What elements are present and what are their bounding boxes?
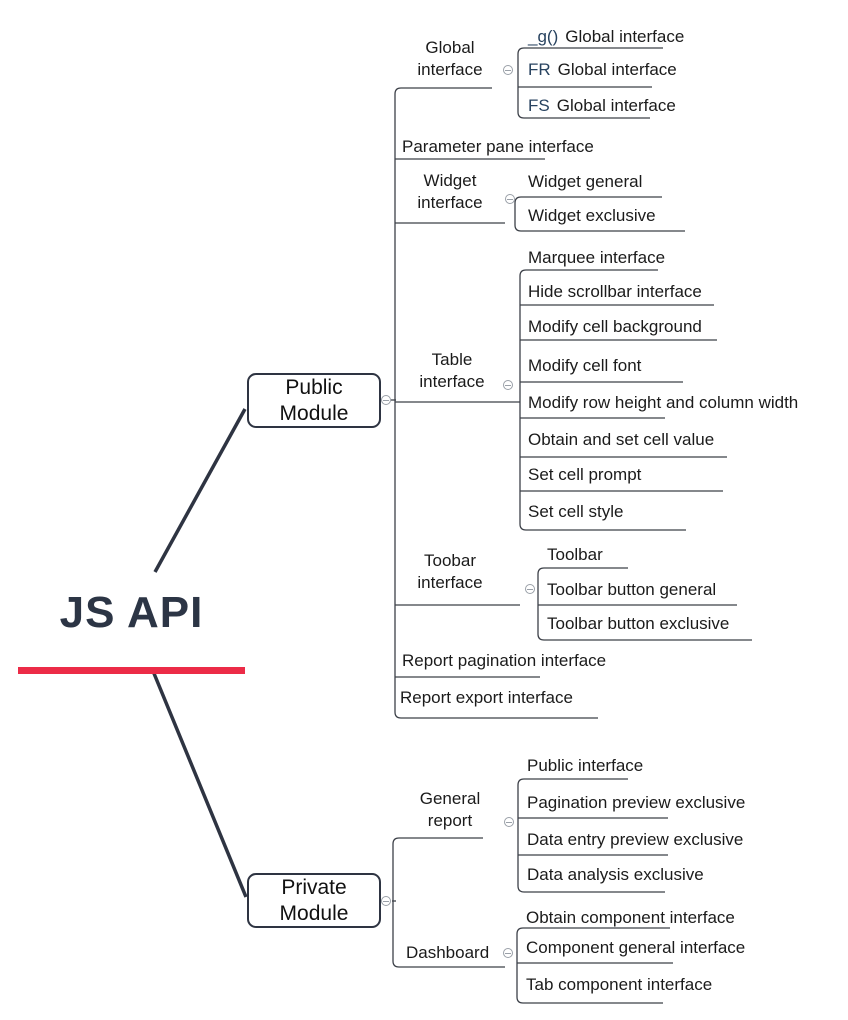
- topic-global-interface[interactable]: Global interface: [417, 38, 483, 79]
- topic-public-interface[interactable]: Public interface: [527, 756, 644, 775]
- topic-obtain-set-cell-value[interactable]: Obtain and set cell value: [528, 430, 715, 449]
- general-children-bracket: [517, 778, 665, 893]
- collapse-handle-icon-toobar-interface[interactable]: [525, 584, 535, 594]
- topic-data-entry-preview-exclusive[interactable]: Data entry preview exclusive: [527, 830, 744, 849]
- root-topic[interactable]: JS API: [59, 588, 204, 637]
- collapse-handle-icon-public-module[interactable]: [381, 395, 391, 405]
- topic-report-export-interface[interactable]: Report export interface: [400, 688, 573, 707]
- topic-modify-row-height-column-width[interactable]: Modify row height and column width: [528, 393, 799, 412]
- topic-marquee-interface[interactable]: Marquee interface: [528, 248, 666, 267]
- topic-toolbar[interactable]: Toolbar: [547, 545, 603, 564]
- widget-children-bracket: [514, 196, 685, 232]
- collapse-handle-icon-table-interface[interactable]: [503, 380, 513, 390]
- topic-label: Global interface: [565, 27, 685, 46]
- topic-label: Global interface: [556, 96, 676, 115]
- topic-dashboard[interactable]: Dashboard: [406, 943, 490, 962]
- private-children-bracket: [392, 837, 505, 968]
- topic-pagination-preview-exclusive[interactable]: Pagination preview exclusive: [527, 793, 746, 812]
- topic-general-report[interactable]: General report: [419, 789, 481, 830]
- root-to-public-connector: [153, 408, 247, 573]
- topic-widget-interface[interactable]: Widget interface: [417, 171, 483, 212]
- collapse-handle-icon-private-module[interactable]: [381, 896, 391, 906]
- topic-set-cell-style[interactable]: Set cell style: [528, 502, 624, 521]
- global-children-bracket: [517, 47, 663, 119]
- collapse-handle-icon-general-report[interactable]: [504, 817, 514, 827]
- topic-table-interface[interactable]: Table interface: [419, 350, 485, 391]
- api-prefix: FR: [528, 60, 551, 79]
- private-module-topic[interactable]: Private Module: [247, 873, 381, 928]
- topic-widget-exclusive[interactable]: Widget exclusive: [528, 206, 656, 225]
- topic-fs-global-interface[interactable]: FS Global interface: [528, 96, 676, 116]
- public-children-bracket: [394, 87, 598, 719]
- topic-set-cell-prompt[interactable]: Set cell prompt: [528, 465, 642, 484]
- api-prefix: FS: [528, 96, 550, 115]
- root-underline-bar: [18, 667, 245, 674]
- topic-toolbar-button-exclusive[interactable]: Toolbar button exclusive: [547, 614, 730, 633]
- topic-hide-scrollbar-interface[interactable]: Hide scrollbar interface: [528, 282, 702, 301]
- api-prefix: _g(): [528, 27, 559, 46]
- topic-parameter-pane-interface[interactable]: Parameter pane interface: [402, 137, 594, 156]
- root-to-private-connector: [151, 670, 248, 898]
- dashboard-children-bracket: [516, 927, 670, 1004]
- collapse-handle-icon-dashboard[interactable]: [503, 948, 513, 958]
- topic-data-analysis-exclusive[interactable]: Data analysis exclusive: [527, 865, 704, 884]
- topic-obtain-component-interface[interactable]: Obtain component interface: [526, 908, 735, 927]
- topic-report-pagination-interface[interactable]: Report pagination interface: [402, 651, 607, 670]
- topic-toobar-interface[interactable]: Toobar interface: [417, 551, 483, 592]
- topic-modify-cell-font[interactable]: Modify cell font: [528, 356, 642, 375]
- topic-widget-general[interactable]: Widget general: [528, 172, 643, 191]
- topic-toolbar-button-general[interactable]: Toolbar button general: [547, 580, 717, 599]
- collapse-handle-icon-widget-interface[interactable]: [505, 194, 515, 204]
- topic-tab-component-interface[interactable]: Tab component interface: [526, 975, 713, 994]
- toolbar-children-bracket: [537, 567, 752, 641]
- topic-fr-global-interface[interactable]: FR Global interface: [528, 60, 677, 80]
- topic-g-global-interface[interactable]: _g() Global interface: [528, 27, 684, 47]
- public-module-topic[interactable]: Public Module: [247, 373, 381, 428]
- table-children-bracket: [519, 269, 686, 531]
- topic-modify-cell-background[interactable]: Modify cell background: [528, 317, 702, 336]
- collapse-handle-icon-global-interface[interactable]: [503, 65, 513, 75]
- topic-label: Global interface: [557, 60, 677, 79]
- topic-component-general-interface[interactable]: Component general interface: [526, 938, 746, 957]
